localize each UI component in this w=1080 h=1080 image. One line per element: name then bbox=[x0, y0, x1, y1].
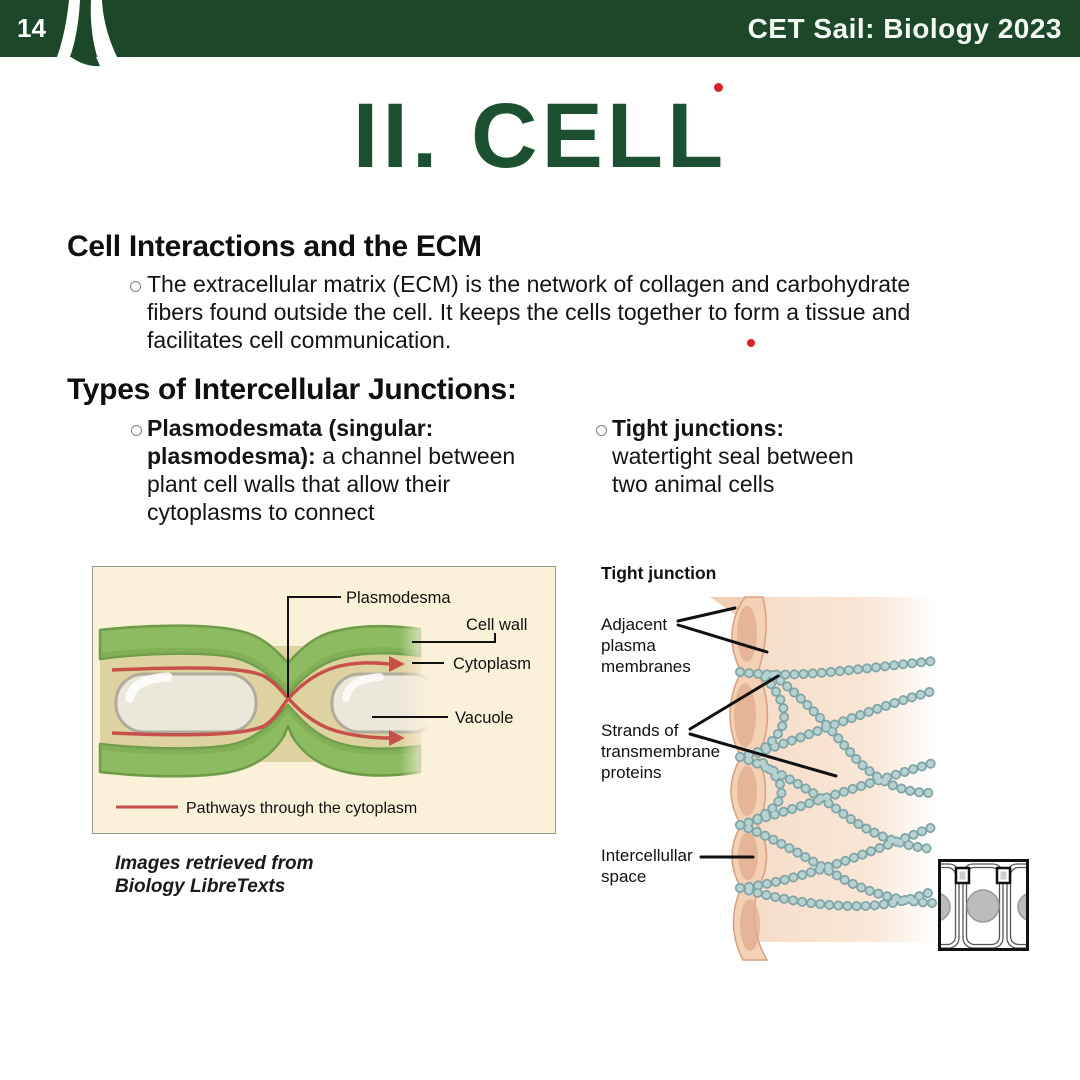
label-legend: Pathways through the cytoplasm bbox=[186, 800, 417, 817]
tight-junction-markers bbox=[954, 866, 1012, 885]
pathway-arrows bbox=[111, 656, 405, 746]
bullet-marker bbox=[131, 425, 142, 436]
svg-text:plasma: plasma bbox=[601, 636, 656, 655]
plasmodesmata-lead: Plasmodesmata (singular: plasmodesma): bbox=[147, 415, 434, 469]
decorative-red-dot bbox=[714, 83, 723, 92]
bullet-marker bbox=[596, 425, 607, 436]
ecm-bullet-text: The extracellular matrix (ECM) is the ne… bbox=[147, 271, 911, 353]
svg-text:Adjacent: Adjacent bbox=[601, 615, 667, 634]
svg-text:space: space bbox=[601, 867, 646, 886]
credits-line1: Images retrieved from bbox=[115, 853, 314, 874]
tight-junctions-bullet: Tight junctions: watertight seal between… bbox=[612, 414, 872, 498]
tight-junction-figure: Tight junction Adjacent plasma membranes… bbox=[601, 563, 1029, 961]
tight-junctions-lead: Tight junctions: bbox=[612, 415, 785, 441]
label-intercellular-space: Intercellullar space bbox=[601, 846, 693, 886]
svg-text:Intercellullar: Intercellullar bbox=[601, 846, 693, 865]
svg-text:proteins: proteins bbox=[601, 763, 661, 782]
plant-cell-art bbox=[98, 606, 428, 796]
plasmodesma-figure: Plasmodesma Cell wall Cytoplasm Vacuole … bbox=[92, 566, 556, 834]
label-cytoplasm: Cytoplasm bbox=[453, 655, 531, 673]
decorative-red-dot bbox=[747, 339, 755, 347]
image-credits: Images retrieved from Biology LibreTexts bbox=[115, 852, 314, 898]
cells-inset bbox=[938, 859, 1029, 951]
header-bar: 14 CET Sail: Biology 2023 bbox=[0, 0, 1080, 68]
svg-text:membranes: membranes bbox=[601, 657, 691, 676]
svg-text:transmembrane: transmembrane bbox=[601, 742, 720, 761]
plasmodesmata-rest: a channel between plant cell walls that … bbox=[147, 443, 516, 525]
figure-title: Tight junction bbox=[601, 563, 716, 583]
page-number: 14 bbox=[17, 13, 46, 43]
section-heading-ecm: Cell Interactions and the ECM bbox=[67, 230, 482, 263]
page-title: II. CELL bbox=[352, 85, 728, 187]
label-adjacent-membranes: Adjacent plasma membranes bbox=[601, 615, 691, 676]
label-protein-strands: Strands of transmembrane proteins bbox=[601, 721, 720, 782]
course-title: CET Sail: Biology 2023 bbox=[747, 13, 1062, 44]
credits-line2: Biology LibreTexts bbox=[115, 876, 286, 897]
tight-junctions-rest: watertight seal between two animal cells bbox=[612, 443, 854, 497]
plasmodesmata-bullet: Plasmodesmata (singular: plasmodesma): a… bbox=[147, 414, 549, 526]
label-cell-wall: Cell wall bbox=[466, 616, 527, 634]
figure-callout-lines bbox=[287, 596, 496, 718]
bullet-marker bbox=[130, 281, 141, 292]
section-heading-junctions: Types of Intercellular Junctions: bbox=[67, 373, 517, 406]
svg-text:Strands of: Strands of bbox=[601, 721, 679, 740]
figure-callout-lines bbox=[676, 606, 838, 859]
label-plasmodesma: Plasmodesma bbox=[346, 589, 451, 607]
label-vacuole: Vacuole bbox=[455, 709, 513, 727]
swoosh-logo-icon bbox=[57, 0, 123, 68]
